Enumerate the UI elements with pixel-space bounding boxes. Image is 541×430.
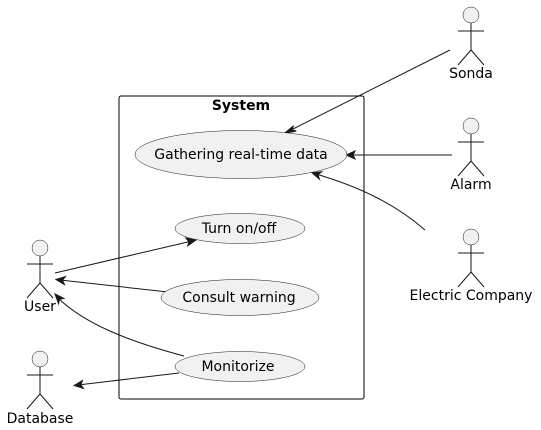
use-case-turn-on-off[interactable]: Turn on/off (174, 213, 306, 244)
actor-alarm[interactable]: Alarm (450, 117, 492, 193)
edge-consultwarning-user (59, 279, 169, 293)
stick-figure-icon (457, 228, 485, 288)
use-case-ellipse[interactable] (174, 213, 306, 244)
actor-label: Alarm (450, 177, 491, 193)
use-case-ellipse[interactable] (134, 130, 348, 179)
edge-electric-gathering (315, 173, 426, 231)
use-case-monitorize[interactable]: Monitorize (174, 351, 306, 382)
edge-monitorize-user (57, 297, 185, 357)
arrowhead-gathering-electric (310, 171, 324, 181)
actor-label: Database (7, 411, 74, 427)
arrowhead-gathering-alarm (344, 149, 357, 161)
stick-figure-icon (457, 6, 485, 66)
actor-user[interactable]: User (24, 239, 56, 315)
use-case-gathering[interactable]: Gathering real-time data (134, 130, 348, 179)
actor-label: User (24, 299, 56, 315)
use-case-ellipse[interactable] (174, 351, 306, 382)
actor-label: Sonda (449, 66, 493, 82)
stick-figure-icon (26, 239, 54, 299)
actor-label: Electric Company (410, 288, 533, 304)
use-case-ellipse[interactable] (160, 279, 320, 316)
stick-figure-icon (26, 350, 54, 410)
use-case-label: Monitorize (201, 359, 274, 375)
arrowhead-database-monitorize (72, 379, 85, 390)
arrowhead-turnonoff-user (184, 237, 198, 248)
use-case-label: Gathering real-time data (154, 147, 327, 163)
use-case-label: Consult warning (182, 290, 295, 306)
use-case-label: Turn on/off (201, 221, 277, 237)
stick-figure-icon (457, 117, 485, 177)
system-title: System (212, 98, 270, 114)
arrowhead-gathering-sonda (282, 125, 297, 135)
edge-monitorize-database (77, 372, 180, 386)
use-case-consult-warning[interactable]: Consult warning (160, 279, 320, 316)
actor-sonda[interactable]: Sonda (449, 6, 493, 82)
arrowhead-user-monitorize (54, 292, 66, 306)
arrowhead-user-consultwarning (54, 275, 67, 286)
relations (54, 49, 452, 390)
edge-sonda-gathering (288, 49, 451, 132)
actor-electric-company[interactable]: Electric Company (410, 228, 533, 304)
actor-database[interactable]: Database (7, 350, 74, 427)
edge-user-turnonoff (54, 240, 193, 274)
